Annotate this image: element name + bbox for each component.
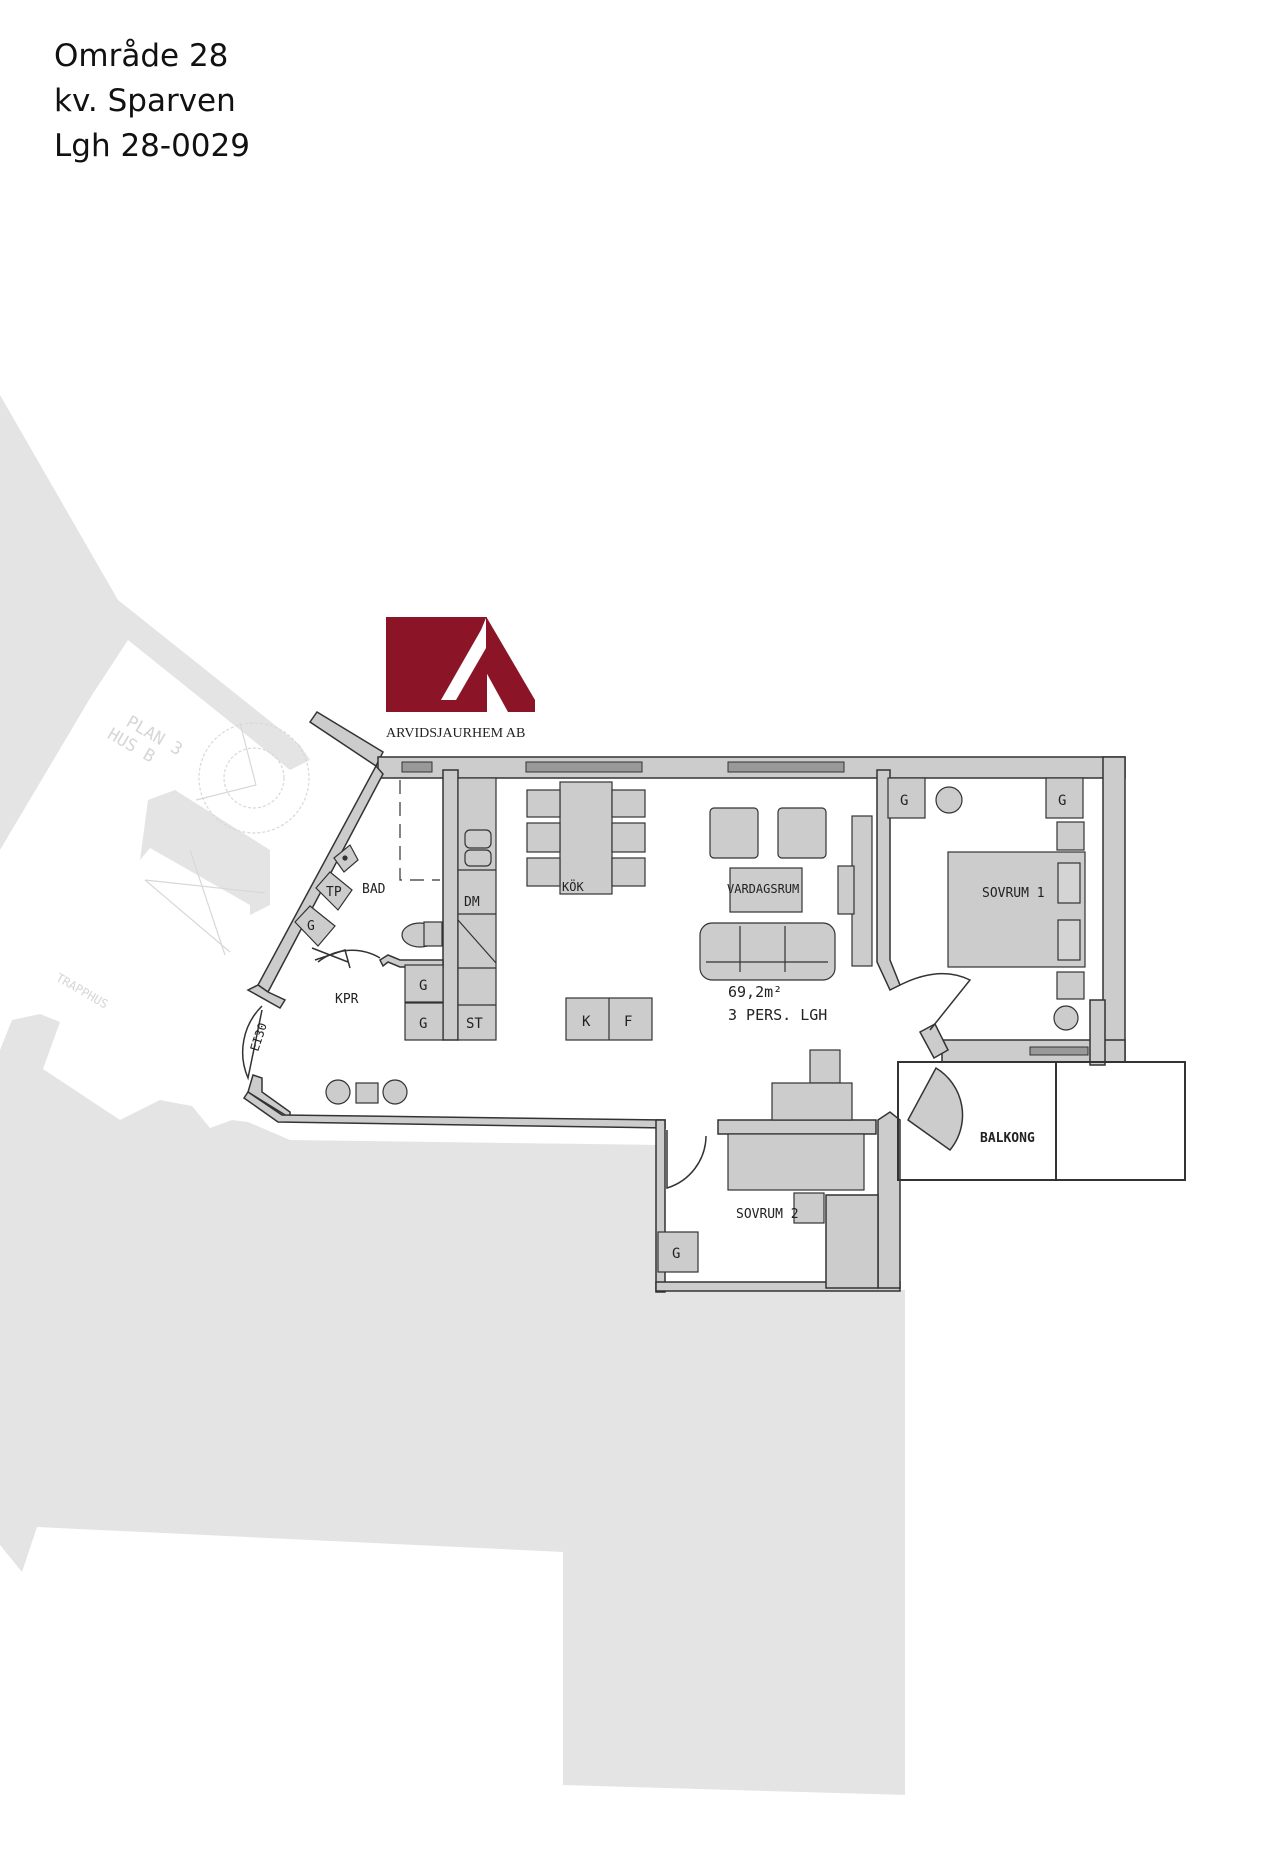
fixture-label-wardrobe: G	[419, 978, 427, 994]
coffee-table	[729, 867, 803, 913]
dining-set	[526, 781, 646, 895]
bedroom1-door-swing	[899, 972, 972, 1031]
fixture-label-wardrobe: G	[419, 1016, 427, 1032]
fixtures	[294, 777, 653, 1105]
room-label-bathroom: BAD	[362, 882, 386, 897]
fixture-label-freezer: F	[624, 1014, 632, 1030]
dryer-box	[315, 871, 353, 911]
room-labels: BAD KPR KÖK VARDAGSRUM SOVRUM 1 SOVRUM 2…	[335, 878, 1045, 1222]
company-logo: ARVIDSJAURHEM AB	[386, 617, 535, 741]
room-label-kitchen: KÖK	[562, 878, 584, 894]
balcony	[897, 1061, 1186, 1181]
fixture-label-fridge: K	[582, 1014, 591, 1030]
entry-door-label: EI30	[248, 1021, 270, 1053]
fixture-label-wardrobe: G	[672, 1246, 680, 1262]
room-label-living: VARDAGSRUM	[727, 882, 799, 896]
fixture-label-stove: ST	[466, 1016, 483, 1032]
fixture-label-dryer: TP	[326, 885, 342, 900]
apartment-header: Område 28 kv. Sparven Lgh 28-0029	[54, 34, 250, 169]
apartment-area: 69,2m²	[728, 983, 782, 1001]
room-label-closet: KPR	[335, 992, 359, 1007]
block-label: kv. Sparven	[54, 83, 236, 119]
armchair	[777, 807, 827, 859]
apartment-occupancy: 3 PERS. LGH	[728, 1006, 827, 1024]
room-label-bedroom2: SOVRUM 2	[736, 1207, 799, 1222]
fixture-label-wardrobe: G	[1058, 793, 1066, 809]
living-room-furniture	[699, 807, 873, 981]
single-bed	[727, 1133, 865, 1191]
balcony-door-swing	[907, 1066, 964, 1152]
apartment-number: Lgh 28-0029	[54, 128, 250, 164]
dining-table	[559, 781, 613, 895]
room-label-bedroom1: SOVRUM 1	[982, 886, 1045, 901]
logo-roof-icon	[486, 618, 535, 712]
stairwell-label: TRAPPHUS	[54, 970, 111, 1011]
context-details	[144, 722, 310, 956]
room-label-balcony: BALKONG	[980, 1131, 1035, 1146]
bedroom2-furniture	[657, 1049, 865, 1273]
area-label: Område 28	[54, 38, 229, 74]
company-name: ARVIDSJAURHEM AB	[386, 726, 525, 741]
fixture-label-wardrobe: G	[900, 793, 908, 809]
armchair	[709, 807, 759, 859]
fixture-label-wardrobe: G	[307, 919, 315, 934]
fixture-label-dishwasher: DM	[464, 895, 480, 910]
windows	[401, 761, 1089, 1056]
sofa	[699, 922, 836, 981]
bedroom1-furniture	[887, 777, 1086, 1031]
doors	[241, 947, 972, 1190]
entry-door-swing	[241, 1005, 263, 1081]
bedroom2-door-swing	[666, 1130, 707, 1190]
context-building	[0, 395, 905, 1795]
bath-wardrobe-box	[294, 905, 336, 947]
